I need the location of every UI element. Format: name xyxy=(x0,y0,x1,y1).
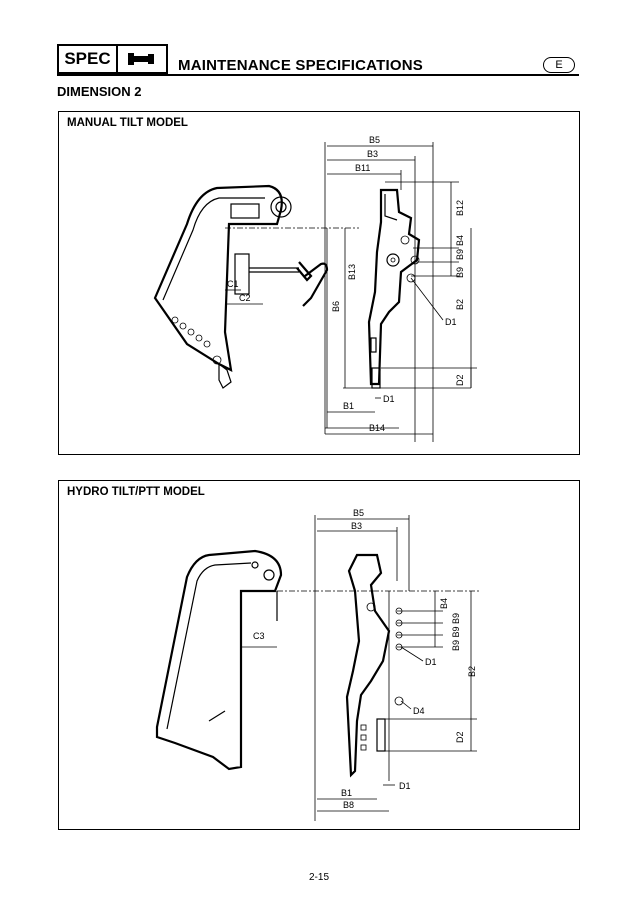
spec-badge: SPEC xyxy=(57,44,118,74)
spec-label: SPEC xyxy=(64,49,111,68)
dim-b3: B3 xyxy=(367,149,378,159)
dim-b5: B5 xyxy=(353,508,364,518)
section-title: DIMENSION 2 xyxy=(57,84,142,99)
page-number: 2-15 xyxy=(308,872,329,883)
manual-swivel-bracket xyxy=(367,188,421,386)
dim-b8: B8 xyxy=(343,800,354,810)
dim-d1-upper: D1 xyxy=(445,317,457,327)
dim-b9-1: B9 xyxy=(455,249,465,260)
hydro-tilt-title: HYDRO TILT/PTT MODEL xyxy=(67,486,205,498)
hydro-tilt-diagram: C3 B5 B3 B4 B9 B9 B9 B2 D2 D1 xyxy=(155,508,479,821)
manual-tilt-diagram: C1 C2 B6 B13 B5 B3 B11 B12 B4 xyxy=(153,135,477,442)
dim-b4: B4 xyxy=(455,235,465,246)
page-header-title: MAINTENANCE SPECIFICATIONS xyxy=(178,57,423,74)
dim-c3: C3 xyxy=(253,631,265,641)
dim-b2: B2 xyxy=(455,299,465,310)
dim-d2: D2 xyxy=(455,374,465,386)
dim-b12: B12 xyxy=(455,200,465,216)
dim-d2: D2 xyxy=(455,731,465,743)
hydro-swivel-bracket xyxy=(345,553,391,778)
dim-b13: B13 xyxy=(347,264,357,280)
dim-b3: B3 xyxy=(351,521,362,531)
dim-d1-upper: D1 xyxy=(425,657,437,667)
dim-b9-group: B9 B9 B9 xyxy=(451,613,461,651)
dim-d4: D4 xyxy=(413,706,425,716)
manual-clamp-bracket xyxy=(153,184,283,372)
dim-b14: B14 xyxy=(369,423,385,433)
dim-b5: B5 xyxy=(369,135,380,145)
hydro-clamp-bracket xyxy=(155,549,283,771)
dim-d1-lower: D1 xyxy=(383,394,395,404)
dim-b1: B1 xyxy=(341,788,352,798)
dim-d1-lower: D1 xyxy=(399,781,411,791)
spec-icon-box xyxy=(116,44,168,74)
dim-c1: C1 xyxy=(227,279,239,289)
dim-b1: B1 xyxy=(343,401,354,411)
dim-c2: C2 xyxy=(239,293,251,303)
dim-b9-2: B9 xyxy=(455,267,465,278)
manual-tilt-title: MANUAL TILT MODEL xyxy=(67,117,188,129)
dim-b6: B6 xyxy=(331,301,341,312)
dim-b11: B11 xyxy=(355,163,370,173)
manual-tilt-panel: MANUAL TILT MODEL C1 C2 B xyxy=(58,111,580,455)
hydro-tilt-panel: HYDRO TILT/PTT MODEL C3 B5 B3 B4 xyxy=(58,480,580,830)
dim-b4: B4 xyxy=(439,598,449,609)
dim-b2: B2 xyxy=(467,666,477,677)
language-badge: E xyxy=(543,57,575,73)
wrench-icon xyxy=(128,53,154,65)
header-rule xyxy=(57,74,579,76)
